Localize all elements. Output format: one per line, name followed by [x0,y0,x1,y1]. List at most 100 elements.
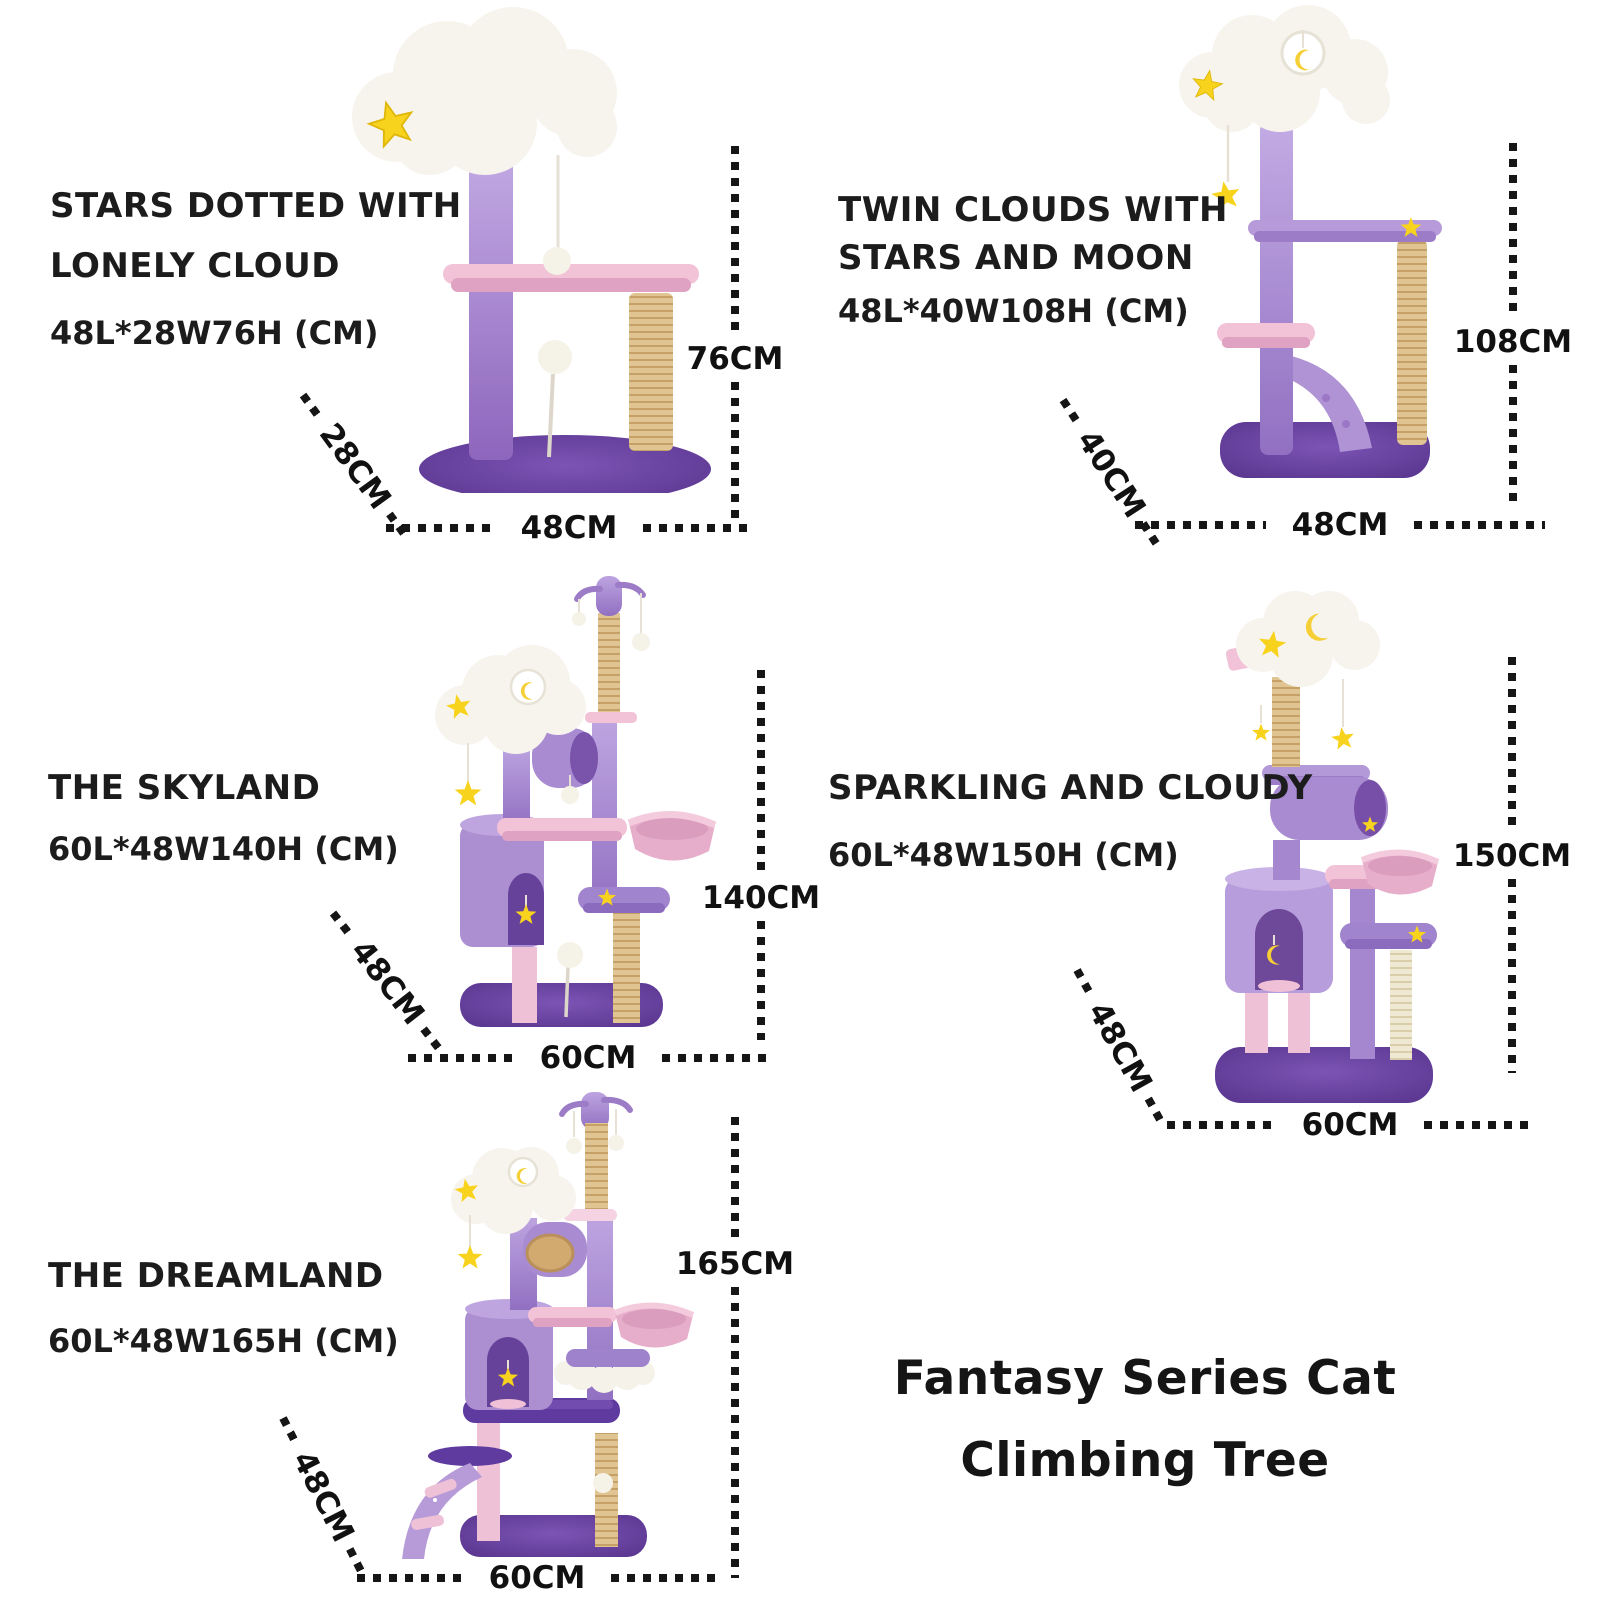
plush-post [1260,122,1293,455]
plush-post [1273,840,1300,880]
hanging-pompom [543,155,571,275]
dotted-line [408,1054,514,1062]
pink-disc [585,712,637,723]
dotted-line [611,1574,717,1582]
depth-label: 48CM [285,1445,362,1549]
dotted-line [731,146,739,336]
cloud-shape [352,7,617,175]
width-label: 48CM [1291,507,1389,543]
cat-tree-illustration-twin-clouds [1179,5,1442,478]
product-dimensions: 60L*48W140H (CM) [48,830,399,868]
small-platform [428,1446,512,1466]
dotted-line [1414,521,1545,529]
dotted-line [1509,365,1517,503]
dotted-line [1424,1121,1533,1129]
width-label: 60CM [1301,1107,1399,1143]
width-label: 60CM [539,1040,637,1076]
tunnel [523,1222,587,1277]
dotted-line [386,511,411,541]
cat-tree-illustration-dreamland [402,1092,695,1559]
pink-post [1288,993,1310,1053]
top-pink-platform [563,1209,617,1221]
width-measure: 48CM [386,510,752,546]
cream-post [1390,950,1412,1060]
width-measure: 48CM [1135,507,1545,543]
height-measure: 150CM [1447,657,1577,1073]
platform-pink [497,818,627,841]
scratching-post [613,913,640,1023]
product-name: THE DREAMLAND [48,1256,384,1296]
product-dimensions: 48L*28W76H (CM) [50,314,379,352]
depth-label: 48CM [1080,996,1160,1099]
height-label: 165CM [675,1246,795,1282]
cat-tree-illustration-lonely-cloud [352,7,711,493]
moon-cutout [507,1156,539,1188]
hanging-star [1209,125,1243,211]
dotted-line [757,670,765,875]
dotted-line [279,1416,301,1447]
base-board [460,983,663,1027]
dotted-line [643,524,752,532]
dotted-line [1135,521,1266,529]
scratching-post [1397,240,1427,445]
depth-measure: 48CM [267,1410,379,1584]
product-name: STARS DOTTED WITH LONELY CLOUD [50,186,462,286]
dotted-line [1144,1096,1167,1127]
plush-post [1350,887,1375,1059]
product-dimensions: 60L*48W150H (CM) [828,836,1179,874]
moon-cutout [509,668,547,706]
condo [465,1299,553,1410]
dotted-line [662,1054,768,1062]
series-title-line1: Fantasy Series Cat [893,1351,1397,1406]
perch-top [572,576,650,651]
hammock [627,811,717,861]
cloud-shape [1179,5,1390,132]
dotted-line [1167,1121,1276,1129]
dotted-line [757,921,765,1040]
product-name: TWIN CLOUDS WITH STARS AND MOON [838,190,1228,278]
width-measure: 60CM [357,1560,717,1596]
cloud-shape [1236,591,1380,687]
product-name: THE SKYLAND [48,768,321,808]
product-name: SPARKLING AND CLOUDY [828,768,1313,808]
dotted-line [1059,397,1083,428]
height-label: 140CM [701,880,821,916]
perch-top [559,1092,633,1154]
top-scratching-post [598,613,620,715]
width-measure: 60CM [1167,1107,1533,1143]
dotted-line [731,1287,739,1578]
hammock [1360,849,1440,895]
height-label: 108CM [1453,324,1573,360]
teaser-wand [557,942,583,1018]
hammock [613,1302,695,1348]
height-measure: 140CM [696,670,826,1040]
flower-platform [578,887,670,913]
cat-tree-illustration-sparkling [1215,591,1440,1103]
width-measure: 60CM [408,1040,768,1076]
ladder [402,1463,482,1559]
base-board [1215,1047,1433,1103]
height-measure: 165CM [670,1117,800,1578]
dotted-line [329,910,355,940]
dotted-line [346,1546,367,1578]
tunnel [1270,777,1388,840]
series-title-line2: Climbing Tree [960,1433,1330,1488]
dotted-line [1073,968,1096,999]
height-measure: 108CM [1448,143,1578,503]
product-dimensions: 60L*48W165H (CM) [48,1322,399,1360]
dotted-line [1508,657,1516,833]
scratching-post [629,293,673,451]
depth-measure: 48CM [1061,961,1178,1133]
platform-pink [528,1307,617,1327]
cat-tree-illustration-skyland [435,576,717,1027]
dotted-line [1509,143,1517,319]
series-title: Fantasy Series Cat Climbing Tree [860,1338,1430,1502]
dotted-line [731,382,739,526]
hanging-star [457,1215,483,1269]
dotted-line [386,524,495,532]
pink-post [512,947,537,1023]
dotted-line [357,1574,463,1582]
product-dimensions: 48L*40W108H (CM) [838,292,1189,330]
width-label: 60CM [488,1560,586,1596]
